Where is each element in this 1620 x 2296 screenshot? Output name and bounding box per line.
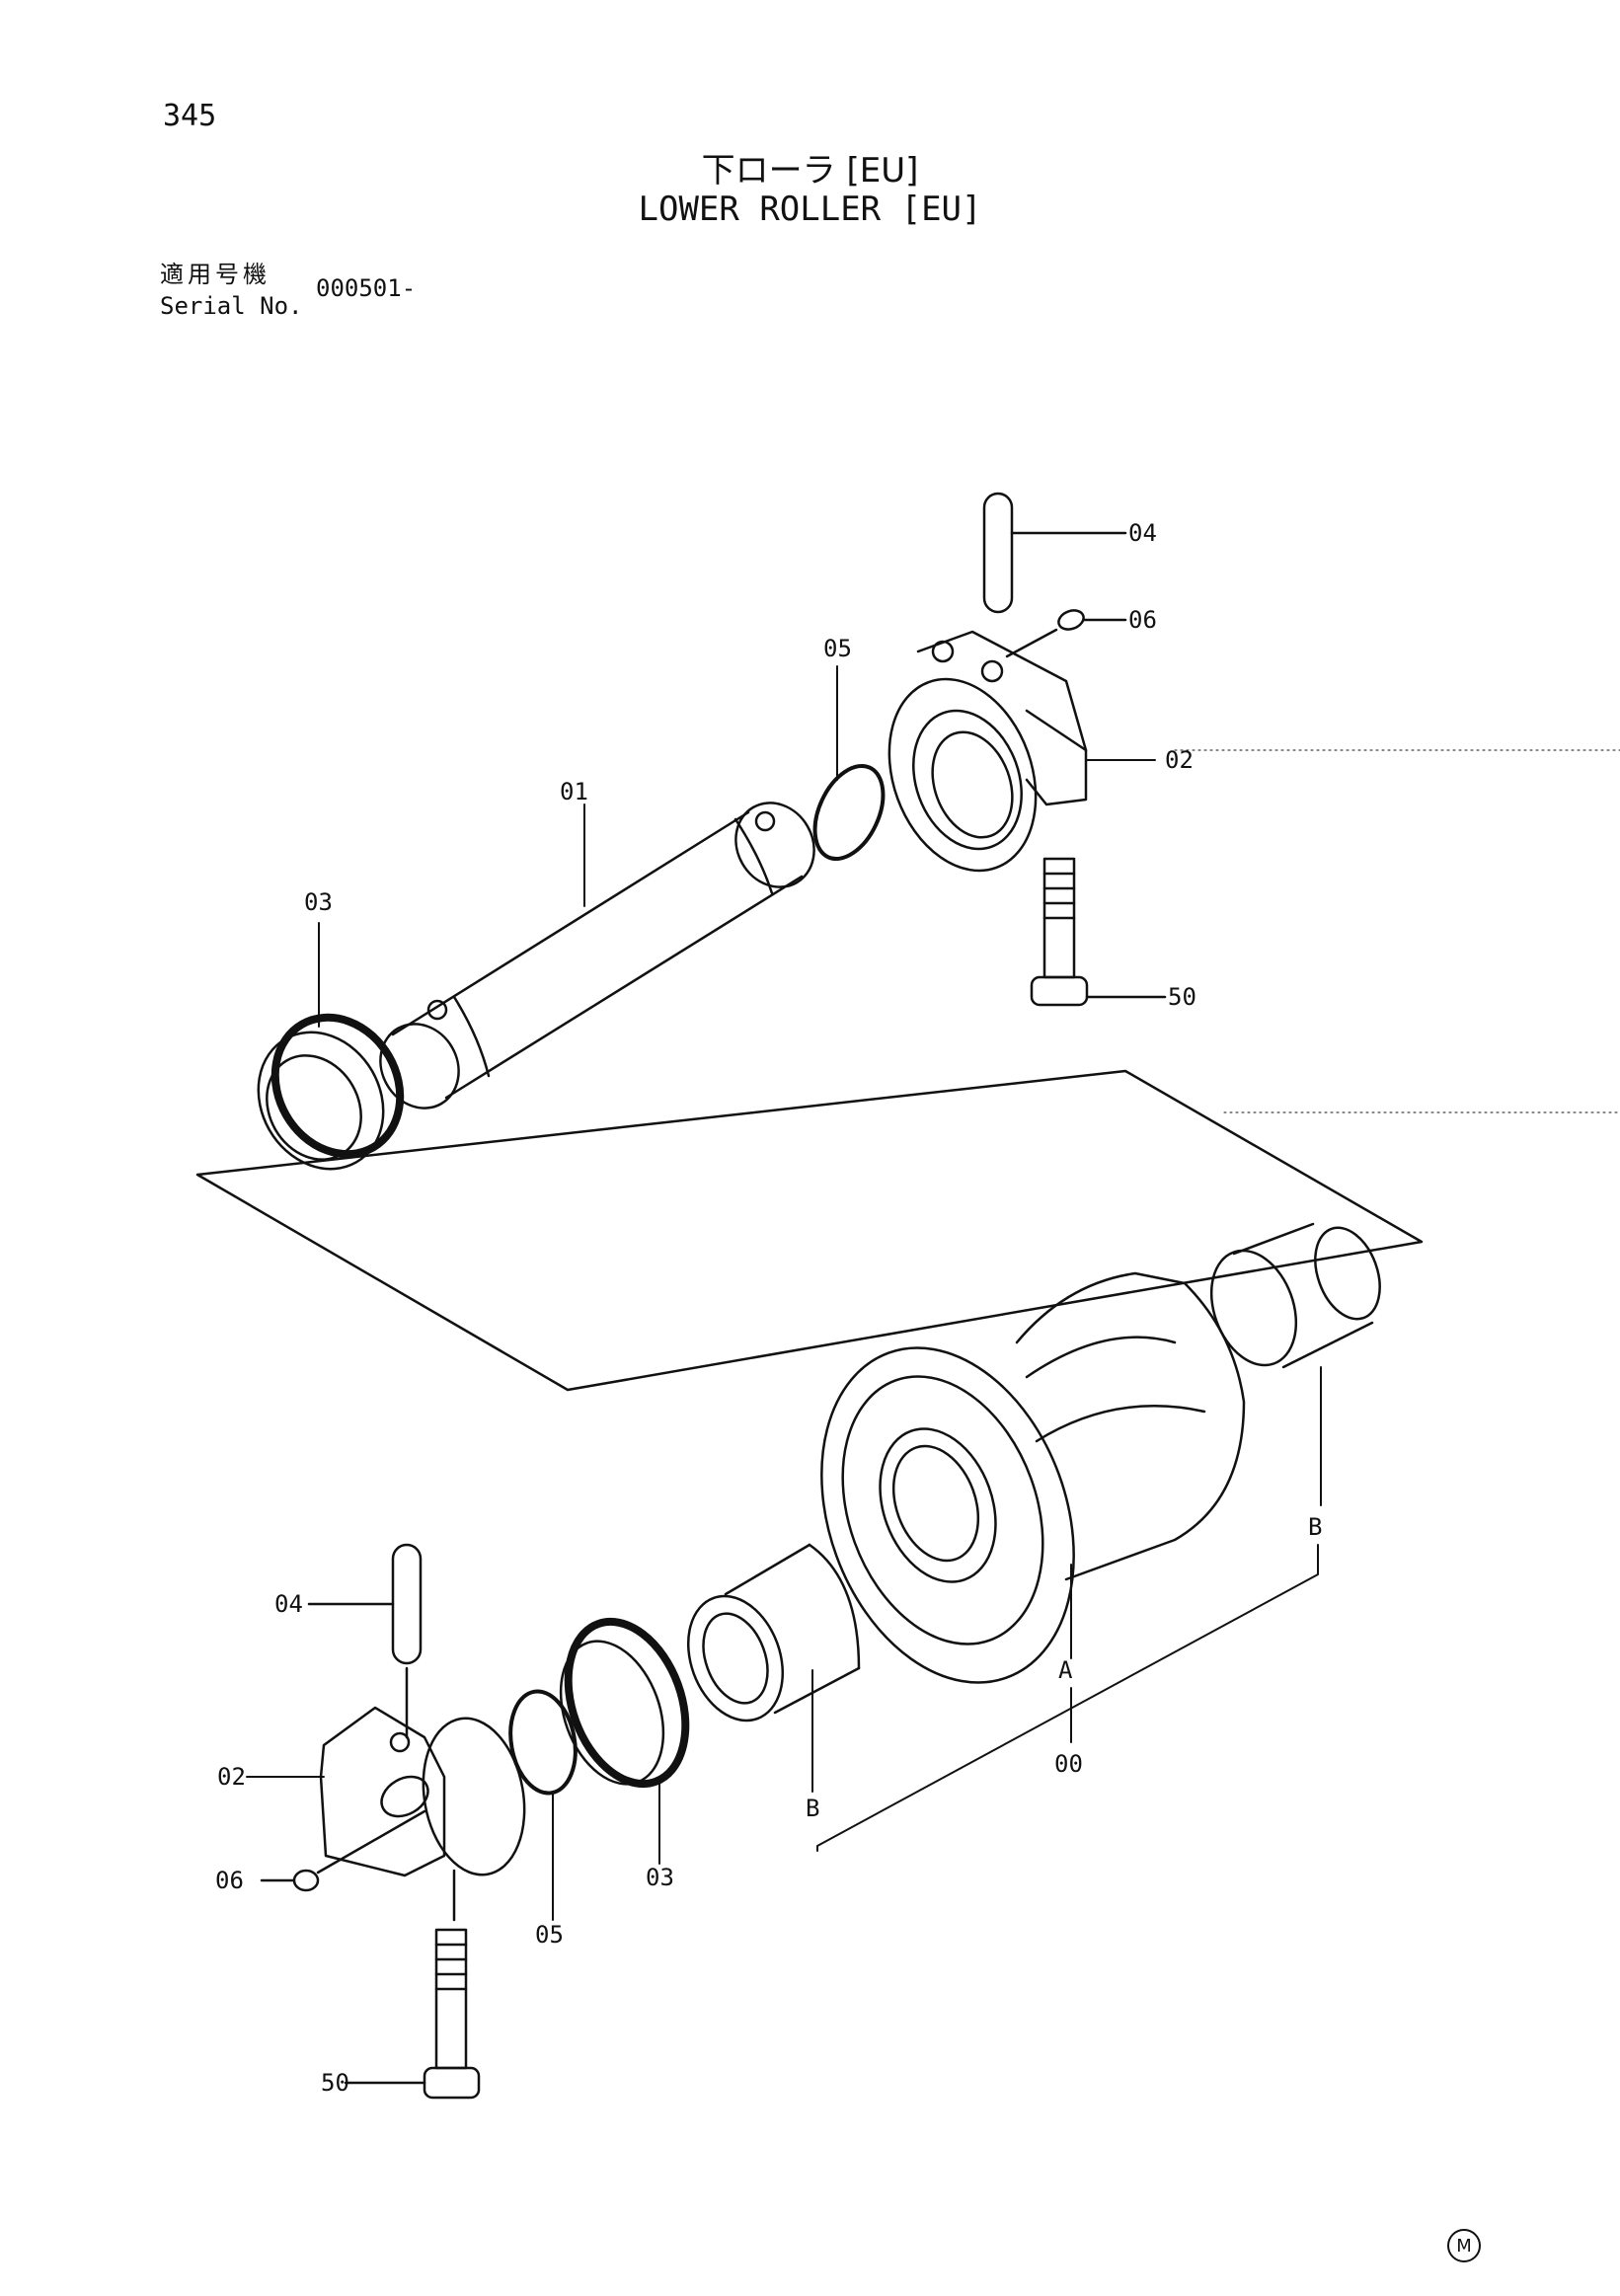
callout-01: 01 xyxy=(560,778,588,805)
plug-upper xyxy=(1005,609,1127,658)
callout-50-bot: 50 xyxy=(321,2069,349,2097)
callout-05-top: 05 xyxy=(823,635,852,662)
serial-value: 000501- xyxy=(316,274,417,302)
plug-lower xyxy=(260,1809,426,1892)
floating-seal-lower xyxy=(559,1617,690,1789)
callout-04-top: 04 xyxy=(1128,519,1157,547)
callout-02-bot: 02 xyxy=(217,1763,246,1791)
callout-03-bot: 03 xyxy=(646,1864,674,1891)
pin-upper xyxy=(982,492,1127,614)
serial-label-english: Serial No. xyxy=(160,292,303,320)
callout-02-top: 02 xyxy=(1165,746,1194,774)
shaft-part xyxy=(379,802,815,1110)
bolt-upper xyxy=(1030,857,1167,1007)
callout-A: A xyxy=(1058,1656,1073,1684)
callout-B-right: B xyxy=(1308,1513,1322,1541)
callout-04-bot: 04 xyxy=(274,1590,303,1618)
callout-03-top: 03 xyxy=(304,888,333,916)
callout-05-bot: 05 xyxy=(535,1921,564,1949)
callout-06-bot: 06 xyxy=(215,1867,244,1894)
assembly-plane-outline xyxy=(195,1069,1424,1392)
bushing-right xyxy=(1209,1222,1381,1369)
collar-lower xyxy=(319,1706,526,1877)
title-english: LOWER ROLLER [EU] xyxy=(638,190,982,229)
callout-50-top: 50 xyxy=(1168,983,1196,1011)
roller-body xyxy=(820,1271,1246,1684)
bracket-B-B xyxy=(816,1544,1319,1852)
title-japanese: 下ローラ [EU] xyxy=(701,151,919,191)
bolt-lower xyxy=(344,1869,481,2100)
floating-seal-upper xyxy=(257,1013,405,1171)
callout-B-left: B xyxy=(806,1795,819,1822)
bushing-left xyxy=(686,1543,861,1722)
callout-00: 00 xyxy=(1054,1750,1083,1778)
callout-06-top: 06 xyxy=(1128,606,1157,634)
o-ring-upper xyxy=(812,763,886,862)
page-number: 345 xyxy=(163,99,217,133)
corner-mark: M xyxy=(1447,2229,1481,2262)
serial-label-japanese: 適用号機 xyxy=(160,261,270,288)
collar-upper xyxy=(887,630,1088,873)
pin-lower xyxy=(307,1543,423,1739)
